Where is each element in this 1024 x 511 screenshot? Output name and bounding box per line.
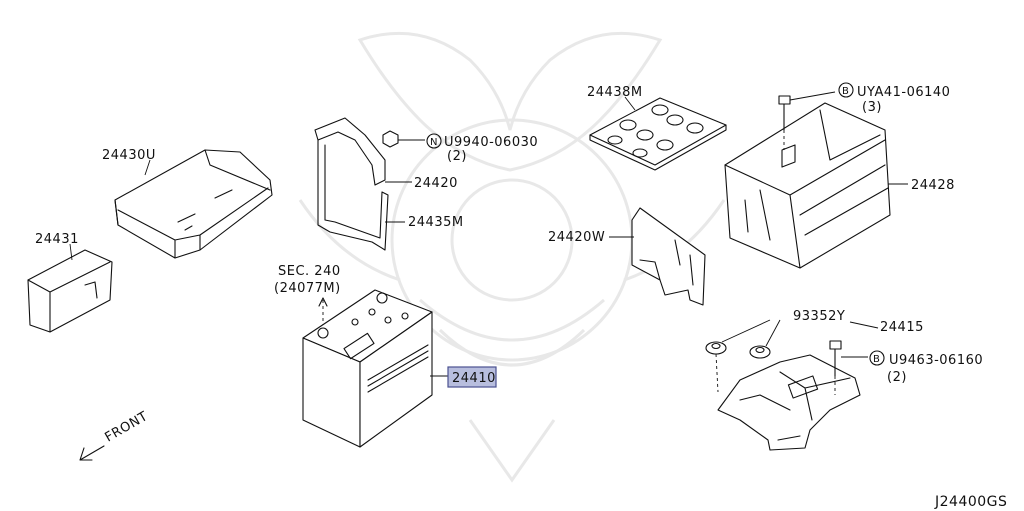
mount-bracket-24415[interactable]	[717, 354, 861, 451]
front-arrow-icon	[79, 445, 105, 461]
bracket-24420W[interactable]	[631, 207, 706, 306]
sec-ref-arrow-icon	[318, 297, 328, 307]
bolt-icon[interactable]	[778, 95, 791, 131]
leader-24430U	[144, 159, 151, 176]
bolt1-marker-circle	[838, 82, 854, 98]
bolt2-marker-circle	[869, 350, 885, 366]
label-93352Y: 93352Y	[793, 309, 845, 324]
bolt1-part-number: UYA41-06140	[857, 85, 950, 100]
leader-93352Y	[721, 319, 781, 347]
battery-24410[interactable]	[302, 289, 433, 448]
nut-quantity: (2)	[447, 149, 467, 164]
side-cover-24431[interactable]	[27, 249, 113, 333]
leader-24438M	[624, 96, 636, 111]
bolt1-quantity: (3)	[862, 100, 882, 115]
bolt2-marker-letter: B	[873, 354, 880, 365]
label-24431: 24431	[35, 232, 79, 247]
bolt2-quantity: (2)	[887, 370, 907, 385]
bolt1-marker-letter: B	[842, 86, 849, 97]
diagram-code: J24400GS	[934, 494, 1007, 510]
leader-24431	[69, 243, 73, 261]
battery-frame-24435M[interactable]	[314, 117, 389, 251]
highlight-24410[interactable]	[447, 366, 497, 388]
leader-24415	[849, 321, 879, 329]
label-24420: 24420	[414, 176, 458, 191]
sec-ref-line1: SEC. 240	[278, 264, 341, 279]
label-24428: 24428	[911, 178, 955, 193]
watermark-emblem	[298, 31, 726, 483]
label-24435M: 24435M	[408, 215, 464, 230]
bolt2-part-number: U9463-06160	[889, 353, 983, 368]
nut-marker-letter: N	[430, 137, 438, 148]
battery-mat-24438M[interactable]	[589, 97, 727, 171]
label-24430U: 24430U	[102, 148, 156, 163]
battery-cover-24430U[interactable]	[114, 149, 273, 259]
bolt2-icon[interactable]	[829, 340, 842, 377]
grommet-93352Y[interactable]	[705, 341, 771, 359]
label-24420W: 24420W	[548, 230, 605, 245]
label-24410[interactable]: 24410	[452, 371, 496, 386]
nut-marker-circle	[426, 133, 442, 149]
front-label: FRONT	[103, 409, 151, 445]
leader-bolt1	[789, 91, 836, 101]
grommet-dash	[715, 353, 719, 393]
battery-tray-24428[interactable]	[724, 102, 891, 269]
sec-ref-line2: (24077M)	[274, 281, 341, 296]
label-24415: 24415	[880, 320, 924, 335]
label-24438M: 24438M	[587, 85, 643, 100]
nut-part-number: U9940-06030	[444, 135, 538, 150]
nut-icon[interactable]	[382, 130, 399, 148]
